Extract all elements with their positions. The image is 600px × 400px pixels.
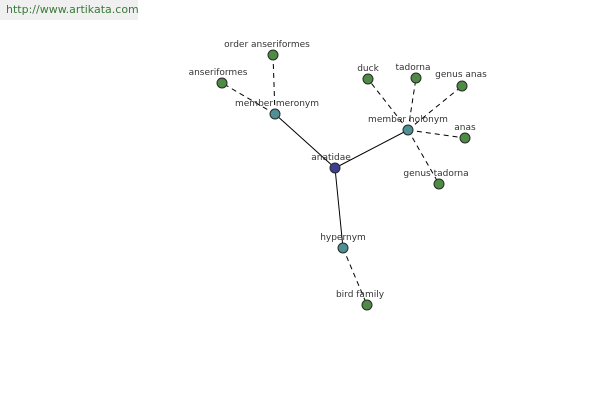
node-label-duck: duck <box>357 64 379 74</box>
node-member-meronym[interactable] <box>269 108 281 120</box>
node-label-anas: anas <box>454 123 476 133</box>
graph-nodes <box>216 49 471 311</box>
node-hypernym[interactable] <box>337 242 349 254</box>
node-label-genus-anas: genus anas <box>435 70 487 80</box>
edge-member-holonym-to-genus-tadorna <box>407 129 440 185</box>
edge-anatidae-to-member-meronym <box>274 113 336 169</box>
edge-member-holonym-to-duck <box>367 78 409 131</box>
edge-anatidae-to-member-holonym <box>334 129 409 169</box>
node-anas[interactable] <box>459 132 471 144</box>
node-label-member-meronym: member meronym <box>235 99 319 109</box>
graph-edges <box>221 54 466 306</box>
url-banner[interactable]: http://www.artikata.com <box>0 0 139 20</box>
node-genus-anas[interactable] <box>456 80 468 92</box>
node-duck[interactable] <box>362 73 374 85</box>
graph-labels: anatidae member meronym member holonym hype… <box>189 40 488 300</box>
node-label-anatidae: anatidae <box>311 153 351 163</box>
node-genus-tadorna[interactable] <box>433 178 445 190</box>
edge-member-meronym-to-anseriformes <box>221 82 276 115</box>
node-anatidae[interactable] <box>329 162 341 174</box>
node-anseriformes[interactable] <box>216 77 228 89</box>
node-label-hypernym: hypernym <box>320 233 366 243</box>
edge-member-holonym-to-genus-anas <box>407 85 463 131</box>
node-label-anseriformes: anseriformes <box>189 68 248 78</box>
node-label-bird-family: bird family <box>336 290 385 300</box>
node-label-genus-tadorna: genus tadorna <box>403 169 468 179</box>
node-order-anseriformes[interactable] <box>267 49 279 61</box>
edge-member-holonym-to-anas <box>407 129 466 139</box>
node-label-tadorna: tadorna <box>395 63 430 73</box>
node-tadorna[interactable] <box>410 72 422 84</box>
edge-member-meronym-to-order-anseriformes <box>272 54 276 115</box>
node-label-order-anseriformes: order anseriformes <box>224 40 310 50</box>
node-label-member-holonym: member holonym <box>368 115 448 125</box>
node-bird-family[interactable] <box>361 299 373 311</box>
edge-hypernym-to-bird-family <box>342 247 368 306</box>
edge-anatidae-to-hypernym <box>334 167 344 249</box>
node-member-holonym[interactable] <box>402 124 414 136</box>
